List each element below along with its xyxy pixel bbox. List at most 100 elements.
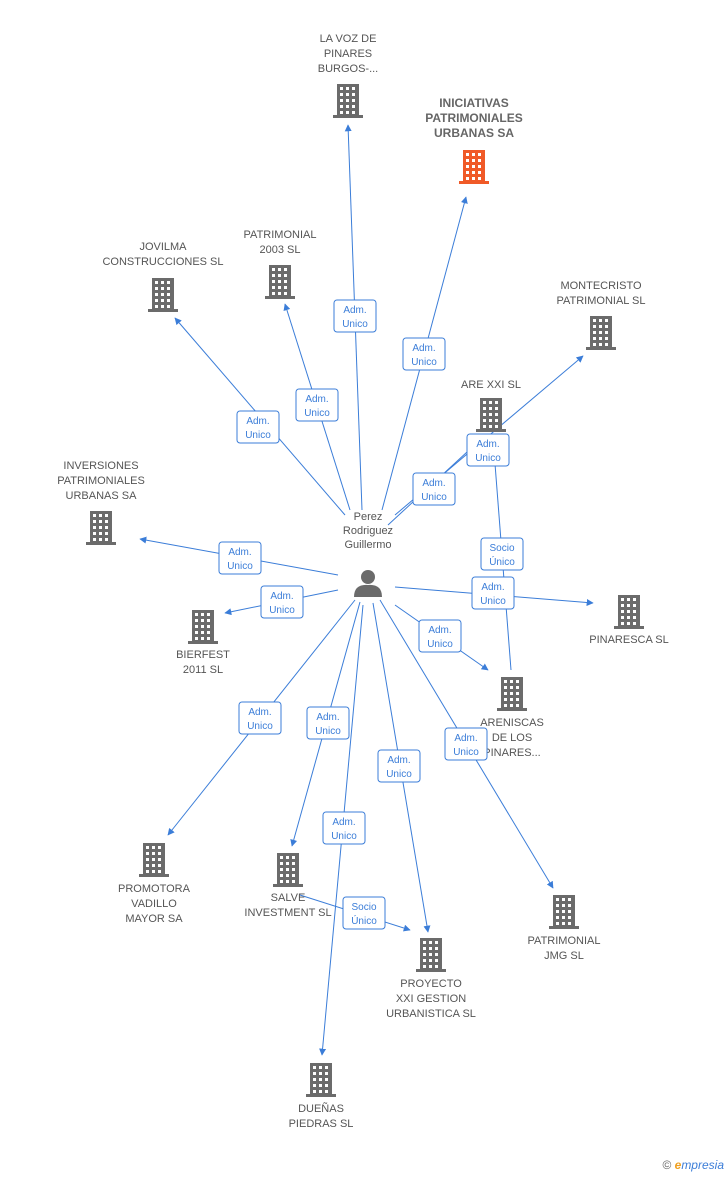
company-node-pinaresca[interactable]: PINARESCA SL [589, 595, 669, 646]
building-icon [614, 595, 644, 629]
company-label: URBANAS SA [434, 126, 514, 140]
person-icon [354, 570, 382, 597]
company-label: PROYECTO [400, 978, 462, 990]
edge-badge-patrimonial-2003[interactable]: Adm.Unico [295, 388, 339, 422]
edge-badge-box [295, 388, 339, 422]
edge-badge-label: Unico [475, 453, 501, 464]
company-label: INVESTMENT SL [244, 907, 331, 919]
edge-badge-label: Adm. [422, 478, 445, 489]
edge-badge-label: Adm. [305, 394, 328, 405]
edge-badge-label: Adm. [343, 305, 366, 316]
edge-badge-box [444, 727, 488, 761]
edge-badge-box [236, 410, 280, 444]
edge-badge-label: Adm. [428, 625, 451, 636]
company-node-jovilma[interactable]: JOVILMA CONSTRUCCIONES SL [102, 241, 224, 312]
company-label: PATRIMONIAL [528, 935, 601, 947]
edge-badge-proyecto[interactable]: Adm. Unico [377, 749, 421, 783]
edge-badge-label: Adm. [387, 755, 410, 766]
company-label: CONSTRUCCIONES SL [102, 256, 223, 268]
edge-badge-label: Adm. [332, 817, 355, 828]
edge-badge-box [466, 433, 510, 467]
edge-badge-montecristo[interactable]: Adm. Unico [412, 472, 456, 506]
building-icon [459, 150, 489, 184]
company-node-duenas[interactable]: DUEÑAS PIEDRAS SL [289, 1063, 354, 1130]
company-node-salve[interactable]: SALVE INVESTMENT SL [244, 853, 332, 919]
edge-badge-box [238, 701, 282, 735]
edge-badge-la-voz[interactable]: Adm.Unico [333, 299, 377, 333]
edge-badge-inversiones[interactable]: Adm.Unico [218, 541, 262, 575]
company-label: INICIATIVAS [439, 96, 509, 110]
building-icon [549, 895, 579, 929]
edge-badge-box [377, 749, 421, 783]
person-name-label: Perez [354, 511, 383, 523]
company-label: INVERSIONES [63, 460, 138, 472]
building-icon [273, 853, 303, 887]
edge-badge-jovilma[interactable]: Adm. Unico [236, 410, 280, 444]
edge-badge-label: Adm. [228, 547, 251, 558]
company-label: PROMOTORA [118, 883, 191, 895]
nodes-layer: LA VOZ DEPINARESBURGOS-...INICIATIVASPAT… [57, 33, 669, 1130]
company-label: PATRIMONIAL [244, 229, 317, 241]
company-label: PINARES... [483, 747, 540, 759]
edge-badge-label: Unico [453, 747, 479, 758]
company-label: DUEÑAS [298, 1102, 344, 1115]
edge-badge-label: Adm. [476, 439, 499, 450]
edge-badge-duenas[interactable]: Adm.Unico [322, 811, 366, 845]
edge-badge-label: Adm. [316, 712, 339, 723]
edge-badge-box [260, 585, 304, 619]
building-icon [306, 1063, 336, 1097]
company-label: BURGOS-... [318, 63, 379, 75]
company-node-are-xxi[interactable]: ARE XXI SL [461, 379, 521, 432]
building-icon [86, 511, 116, 545]
company-label: PIEDRAS SL [289, 1118, 354, 1130]
brand-logo: empresia [674, 1158, 724, 1172]
edge-badge-are-xxi[interactable]: Adm. Unico [466, 433, 510, 467]
edge-badge-box [333, 299, 377, 333]
building-icon [188, 610, 218, 644]
company-label: PATRIMONIALES [425, 111, 523, 125]
company-label: SALVE [271, 892, 306, 904]
edge-badge-salve[interactable]: Adm.Unico [306, 706, 350, 740]
edge-badge-label: Unico [269, 605, 295, 616]
edge-badge-iniciativas[interactable]: Adm.Unico [402, 337, 446, 371]
edge-badge-areniscas[interactable]: Adm. Unico [418, 619, 462, 653]
edge-badge-label: Adm. [246, 416, 269, 427]
company-label: ARENISCAS [480, 717, 544, 729]
edge-badge-promotora[interactable]: Adm.Unico [238, 701, 282, 735]
edge-badge-label: Unico [386, 769, 412, 780]
edge-badge-patrimonial-jmg[interactable]: Adm.Unico [444, 727, 488, 761]
edge-badge-label: Adm. [270, 591, 293, 602]
edge-badge-box [342, 896, 386, 930]
company-label: MONTECRISTO [560, 280, 642, 292]
edge-badge-box [412, 472, 456, 506]
company-node-patrimonial-jmg[interactable]: PATRIMONIAL JMG SL [528, 895, 601, 962]
company-label: LA VOZ DE [320, 33, 377, 45]
company-label: JMG SL [544, 950, 584, 962]
edge-badge-box [306, 706, 350, 740]
company-label: PINARES [324, 48, 372, 60]
edge-badge-label: Único [351, 914, 377, 927]
edge-badge-label: Unico [427, 639, 453, 650]
footer-brand[interactable]: © empresia [662, 1158, 724, 1172]
edge-badge-label: Adm. [248, 707, 271, 718]
company-node-la-voz[interactable]: LA VOZ DE PINARES BURGOS-... [318, 33, 379, 118]
company-label: JOVILMA [139, 241, 187, 253]
edge-badge-label: Adm. [412, 343, 435, 354]
edge-badge-label: Unico [421, 492, 447, 503]
edge-badge-label: Unico [245, 430, 271, 441]
company-label: BIERFEST [176, 649, 230, 661]
edge-badge-bierfest[interactable]: Adm. Unico [260, 585, 304, 619]
edge-badge-pinaresca[interactable]: Adm.Unico [471, 576, 515, 610]
